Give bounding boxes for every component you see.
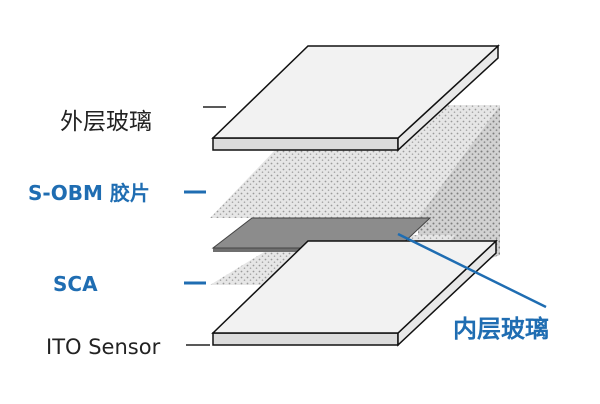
inner-glass-leader bbox=[397, 232, 547, 309]
ito-sensor-label: ITO Sensor bbox=[46, 335, 161, 359]
sca-label: SCA bbox=[53, 272, 98, 296]
inner-glass-label: 内层玻璃 bbox=[453, 315, 549, 343]
s-obm-label: S-OBM 胶片 bbox=[28, 181, 150, 205]
outer-glass-plate bbox=[211, 44, 500, 152]
outer-glass-label: 外层玻璃 bbox=[60, 109, 152, 135]
ito-sensor-plate bbox=[211, 239, 498, 347]
s-obm-film-top bbox=[210, 105, 500, 218]
